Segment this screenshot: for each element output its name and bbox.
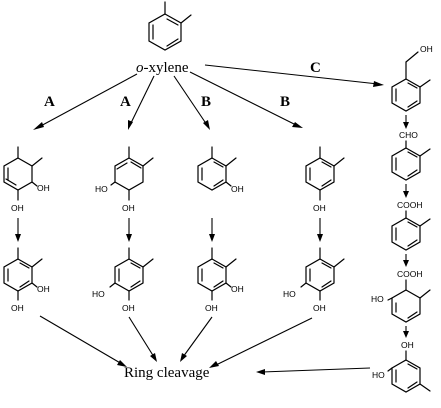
structure-C-aldehyde	[391, 140, 431, 181]
structure-B2-phenol	[305, 146, 345, 201]
C-aldehyde-cho: CHO	[399, 130, 418, 140]
o-xylene-structure	[148, 1, 192, 51]
arrow-A1-down	[15, 218, 21, 242]
structure-C-catechol	[387, 350, 431, 393]
arrow-B2-to-ring-cleavage	[209, 317, 313, 368]
arrow-xylene-to-A1	[33, 73, 138, 130]
arrow-C1-down	[403, 115, 409, 129]
A1-cat-oh-bottom: OH	[11, 303, 24, 313]
C-acid-cooh: COOH	[397, 200, 423, 210]
arrow-C2-down	[403, 184, 409, 198]
structure-C-alcohol	[391, 51, 431, 112]
B2-cat-oh-bottom: OH	[313, 303, 326, 313]
arrow-B1-down	[209, 218, 215, 242]
A2-oh-bottom: OH	[122, 203, 135, 213]
arrow-xylene-to-B2	[189, 71, 303, 128]
structure-A2-catechol	[109, 247, 154, 301]
B2-cat-ho-left: HO	[283, 289, 296, 299]
arrow-B1-to-ring-cleavage	[180, 316, 213, 362]
pathway-label-B2: B	[280, 94, 290, 110]
C-catechol-oh-top: OH	[401, 340, 414, 350]
A1-oh-bottom: OH	[11, 203, 24, 213]
structure-A1-dihydrodiol	[3, 146, 43, 201]
structure-B1-catechol	[197, 247, 237, 301]
arrow-C3-down	[403, 254, 409, 267]
pathway-label-A2: A	[120, 94, 131, 110]
A1-cat-oh-right: OH	[37, 284, 50, 294]
A2-ho-left: HO	[95, 184, 108, 194]
structure-C-dihydrodiol	[387, 279, 431, 323]
arrow-C4-down	[403, 326, 409, 338]
C-catechol-ho-left: HO	[372, 370, 385, 380]
pathway-label-B1: B	[201, 94, 211, 110]
arrow-A1-to-ring-cleavage	[39, 315, 127, 367]
A2-cat-ho-left: HO	[92, 289, 105, 299]
arrow-C-to-ring-cleavage	[256, 367, 371, 375]
structure-C-acid	[391, 210, 431, 251]
arrow-xylene-to-A2	[128, 75, 155, 130]
o-xylene-label: o-xylene	[136, 60, 189, 76]
structure-B1-phenol	[197, 146, 237, 191]
B1-cat-oh-right: OH	[231, 284, 244, 294]
A1-oh-right: OH	[37, 183, 50, 193]
structure-A2-dihydrodiol	[110, 146, 154, 201]
A2-cat-oh-bottom: OH	[122, 303, 135, 313]
ring-cleavage-label: Ring cleavage	[124, 365, 210, 381]
B2-oh: OH	[313, 203, 326, 213]
C-diol-cooh: COOH	[397, 269, 423, 279]
arrow-B2-down	[317, 218, 323, 242]
structure-A1-catechol	[3, 247, 43, 301]
pathway-label-A1: A	[44, 94, 55, 110]
B1-cat-oh-bottom: OH	[205, 303, 218, 313]
arrow-A2-to-ring-cleavage	[128, 316, 157, 362]
arrow-A2-down	[126, 218, 132, 242]
arrow-xylene-to-C	[204, 64, 384, 87]
structure-B2-catechol	[300, 247, 345, 301]
arrow-xylene-to-B1	[173, 75, 210, 130]
C-alcohol-oh: OH	[420, 44, 433, 54]
pathway-label-C: C	[310, 60, 321, 76]
C-diol-ho: HO	[371, 294, 384, 304]
B1-oh: OH	[231, 184, 244, 194]
